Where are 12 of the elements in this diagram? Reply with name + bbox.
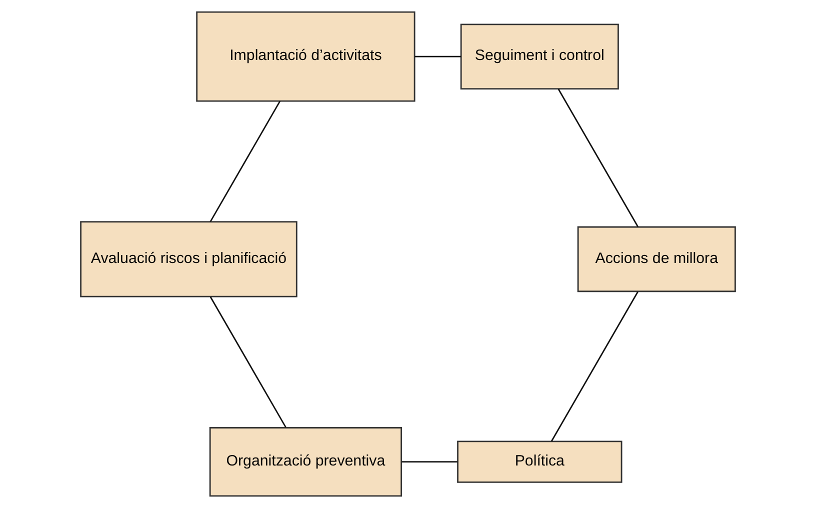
connector <box>402 461 458 463</box>
node-box: Organització preventiva <box>209 427 402 497</box>
connector <box>414 56 462 58</box>
connector <box>210 296 286 428</box>
node-box: Implantació d’activitats <box>196 11 416 102</box>
connector <box>550 291 638 442</box>
node-box: Avaluació riscos i planificació <box>80 221 298 298</box>
connector <box>210 100 281 222</box>
node-box: Accions de millora <box>577 226 736 292</box>
node-box: Política <box>457 440 622 483</box>
connector <box>558 88 638 228</box>
node-box: Seguiment i control <box>460 24 619 90</box>
